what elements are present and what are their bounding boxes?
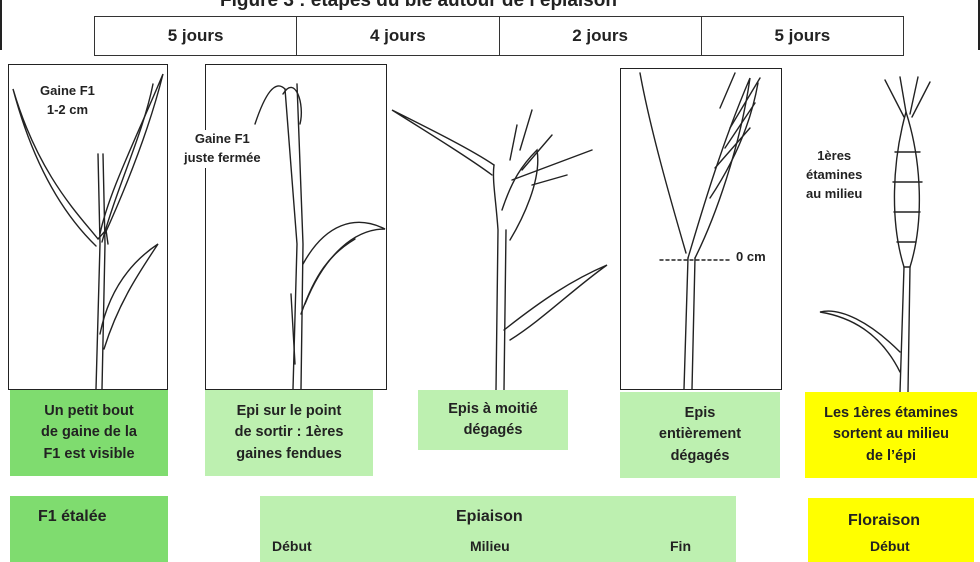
stage-epiaison-milieu: Milieu	[470, 538, 510, 554]
plant-4-label: 0 cm	[736, 248, 766, 267]
stage-f1-box	[10, 496, 168, 562]
duration-1: 5 jours	[95, 17, 297, 55]
duration-2: 4 jours	[297, 17, 499, 55]
stage-epiaison-label: Epiaison	[456, 508, 523, 526]
stage-floraison-label: Floraison	[848, 512, 920, 530]
stage-epiaison-debut: Début	[272, 538, 312, 554]
duration-bar: 5 jours 4 jours 2 jours 5 jours	[94, 16, 904, 56]
figure-frame-left	[0, 0, 2, 50]
wheat-plant-2-illustration	[205, 64, 387, 390]
duration-3: 2 jours	[500, 17, 702, 55]
stage-floraison-debut: Début	[870, 538, 910, 554]
stage-f1-label: F1 étalée	[38, 508, 106, 526]
wheat-plant-3-illustration	[392, 90, 610, 390]
wheat-plant-4-illustration	[620, 68, 782, 390]
stage-epiaison-fin: Fin	[670, 538, 691, 554]
wheat-plant-5-illustration	[800, 72, 970, 392]
duration-4: 5 jours	[702, 17, 903, 55]
figure-title: Figure 3 : étapes du blé autour de l’épi…	[220, 0, 617, 12]
